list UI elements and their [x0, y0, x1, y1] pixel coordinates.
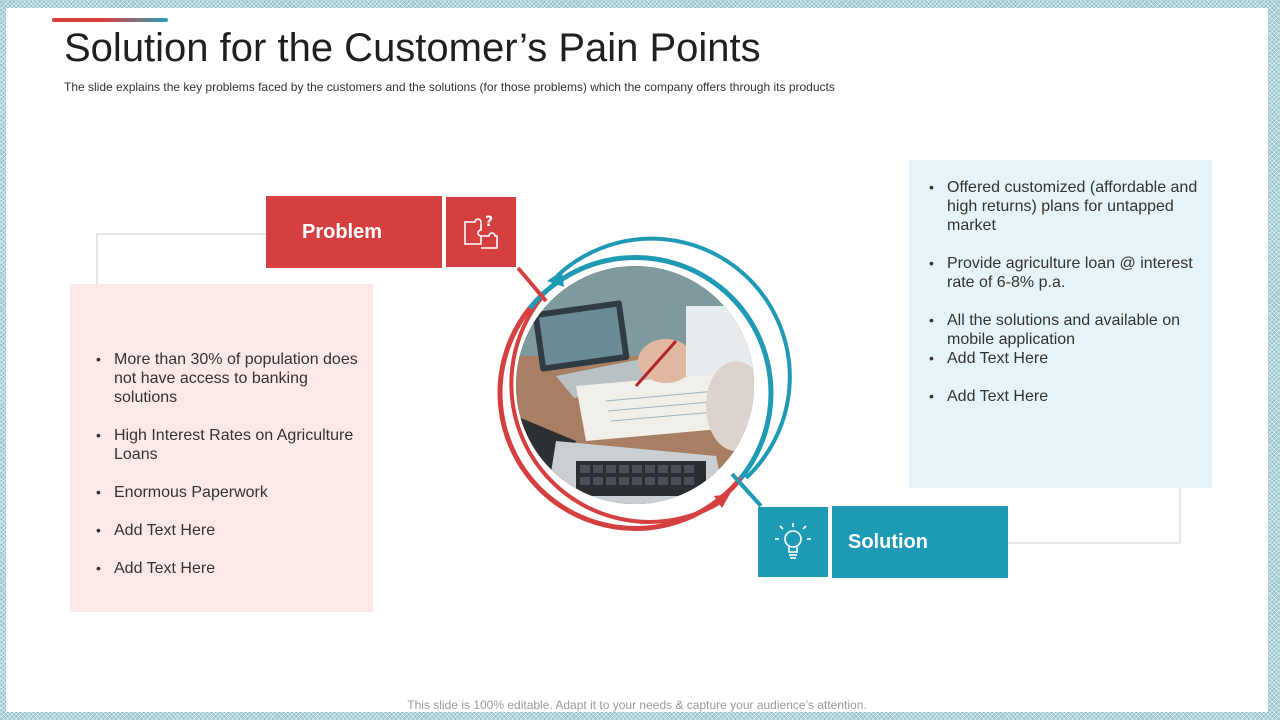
- list-item: Add Text Here: [94, 521, 364, 540]
- list-item: All the solutions and available on mobil…: [927, 311, 1207, 349]
- solution-content-box: Offered customized (affordable and high …: [909, 160, 1212, 488]
- center-photo: [516, 266, 754, 504]
- list-item: High Interest Rates on Agriculture Loans: [94, 426, 364, 464]
- page-subtitle: The slide explains the key problems face…: [64, 80, 835, 94]
- laptop-desk-photo-icon: [516, 266, 754, 504]
- lightbulb-icon: [775, 523, 811, 559]
- solution-list: Offered customized (affordable and high …: [927, 178, 1207, 425]
- title-accent-bar: [52, 18, 168, 22]
- list-item: Provide agriculture loan @ interest rate…: [927, 254, 1207, 292]
- puzzle-icon: ?: [464, 214, 498, 249]
- solution-icon-tile: [758, 507, 828, 577]
- slide: Solution for the Customer’s Pain Points …: [6, 8, 1268, 712]
- problem-stub: [516, 266, 548, 303]
- page-title: Solution for the Customer’s Pain Points: [64, 26, 761, 70]
- list-item: Add Text Here: [94, 559, 364, 578]
- red-arrowhead-icon: [714, 494, 730, 508]
- list-item: Enormous Paperwork: [94, 483, 364, 502]
- blue-arrowhead-icon: [547, 271, 564, 287]
- problem-icon-tile: ?: [446, 197, 516, 267]
- list-item: Add Text Here: [927, 349, 1207, 368]
- footer-note: This slide is 100% editable. Adapt it to…: [407, 698, 867, 712]
- svg-text:?: ?: [485, 214, 493, 230]
- problem-label: Problem: [266, 196, 442, 268]
- list-item: Add Text Here: [927, 387, 1207, 406]
- problem-list: More than 30% of population does not hav…: [94, 350, 364, 597]
- list-item: Offered customized (affordable and high …: [927, 178, 1207, 235]
- list-item: More than 30% of population does not hav…: [94, 350, 364, 407]
- solution-label: Solution: [832, 506, 1008, 578]
- solution-stub: [730, 472, 763, 508]
- problem-content-box: More than 30% of population does not hav…: [70, 284, 373, 612]
